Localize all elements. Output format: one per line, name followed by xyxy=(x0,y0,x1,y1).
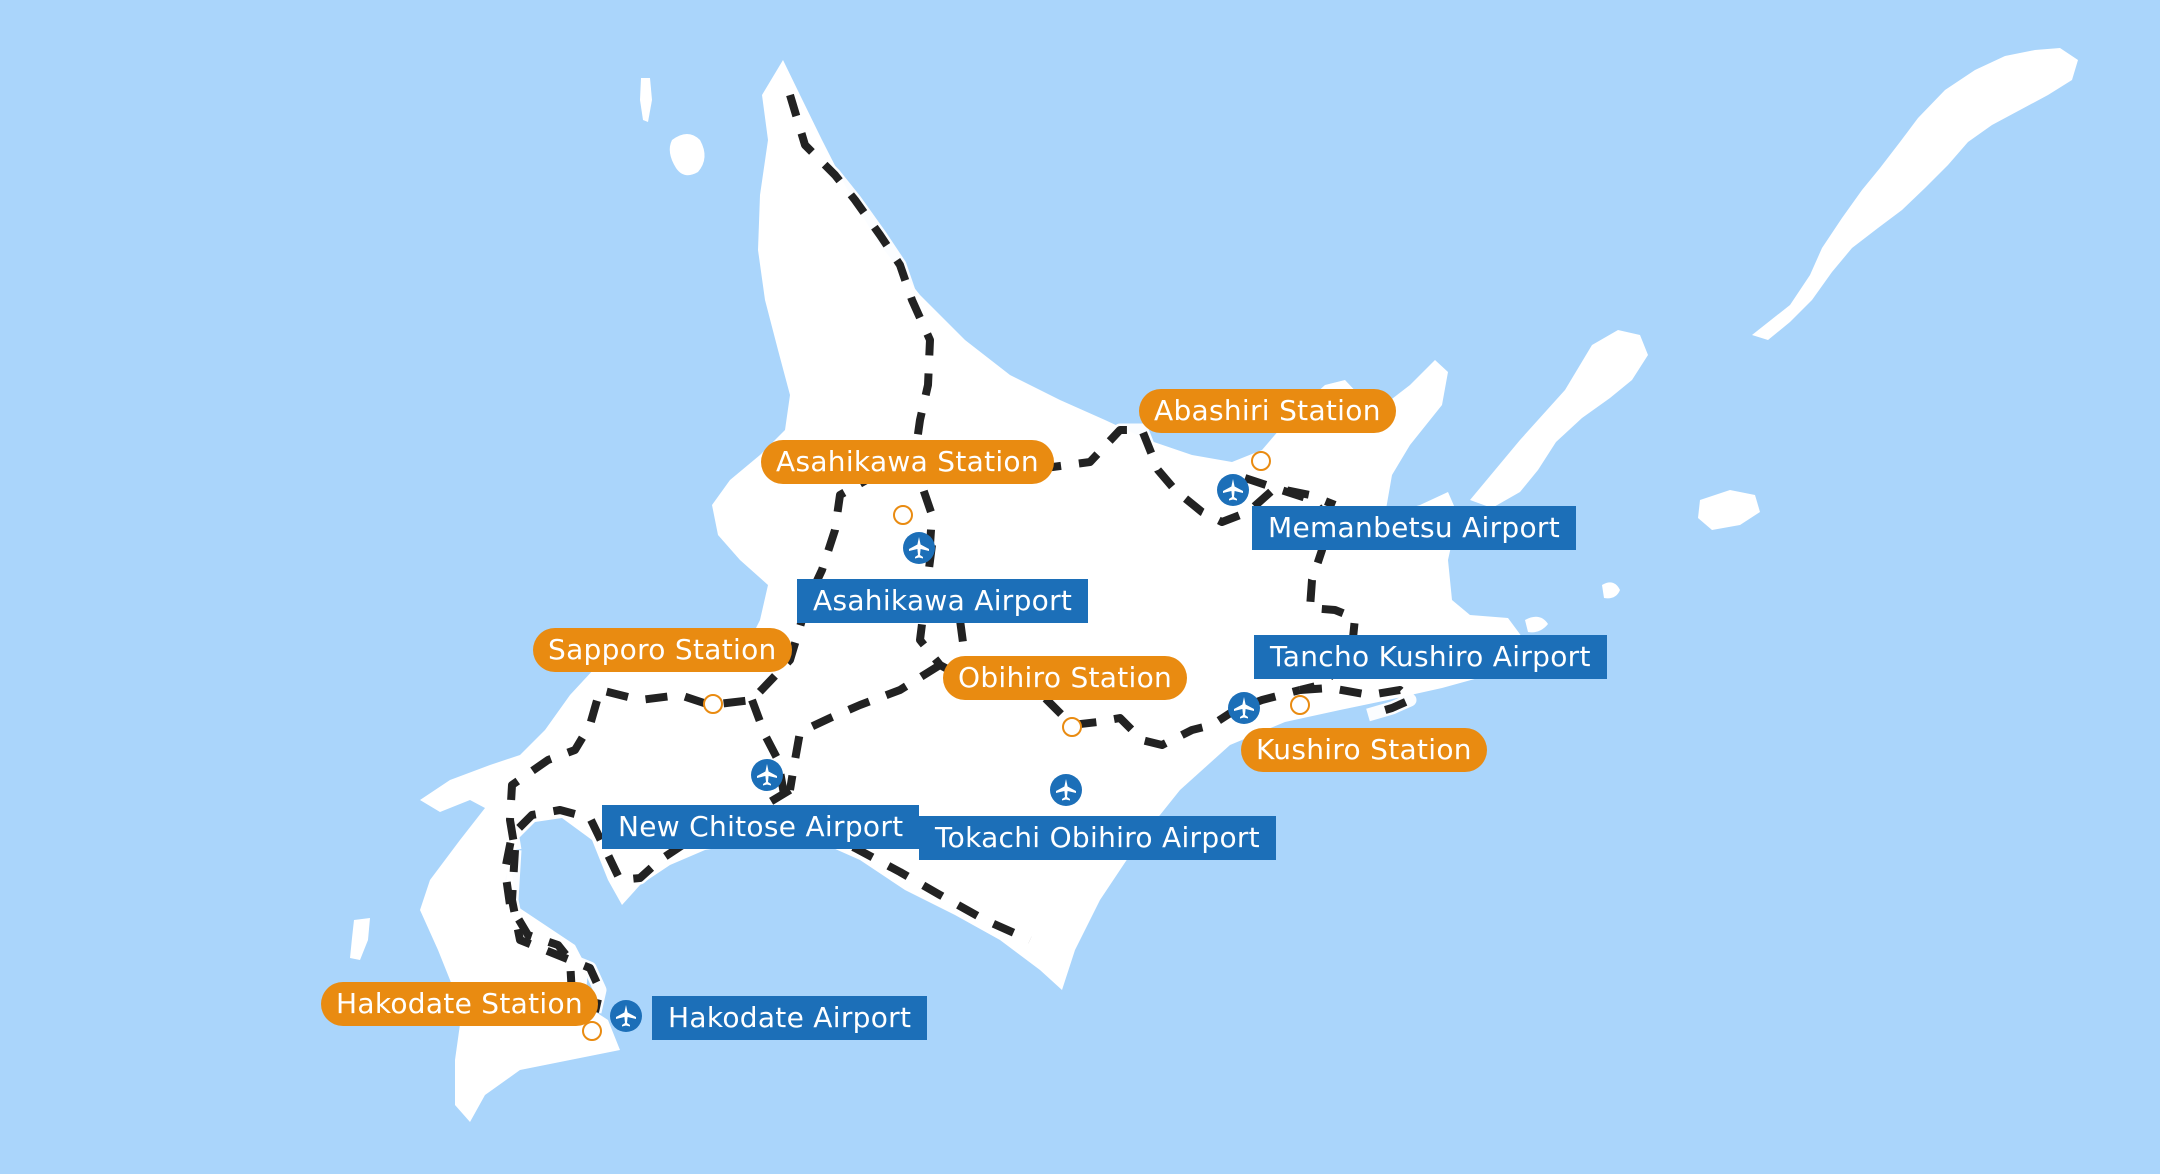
airport-label-hakodate[interactable]: Hakodate Airport xyxy=(652,996,928,1040)
airport-label-tancho-kushiro[interactable]: Tancho Kushiro Airport xyxy=(1254,635,1607,679)
rail-network xyxy=(498,93,1417,1023)
airplane-icon-new-chitose[interactable] xyxy=(751,759,783,791)
rebun-island xyxy=(640,78,652,122)
station-label-kushiro[interactable]: Kushiro Station xyxy=(1241,728,1487,772)
station-marker-sapporo[interactable] xyxy=(703,694,723,714)
airport-label-asahikawa[interactable]: Asahikawa Airport xyxy=(797,579,1089,623)
station-label-hakodate[interactable]: Hakodate Station xyxy=(321,982,598,1026)
station-label-sapporo[interactable]: Sapporo Station xyxy=(533,628,792,672)
airport-label-tokachi-obihiro[interactable]: Tokachi Obihiro Airport xyxy=(919,816,1276,860)
station-marker-abashiri[interactable] xyxy=(1251,451,1271,471)
shikotan-island xyxy=(1698,490,1760,530)
airplane-icon-tokachi-obihiro[interactable] xyxy=(1050,774,1082,806)
etorofu-island xyxy=(1752,48,2078,340)
habomai-island-b xyxy=(1525,616,1548,633)
station-label-abashiri[interactable]: Abashiri Station xyxy=(1139,389,1396,433)
airplane-icon-asahikawa[interactable] xyxy=(903,532,935,564)
station-marker-obihiro[interactable] xyxy=(1062,717,1082,737)
kunashiri-island xyxy=(1470,330,1648,508)
station-label-obihiro[interactable]: Obihiro Station xyxy=(943,656,1188,700)
station-marker-asahikawa[interactable] xyxy=(893,505,913,525)
station-label-asahikawa[interactable]: Asahikawa Station xyxy=(761,440,1054,484)
habomai-island-a xyxy=(1602,582,1620,599)
airplane-icon-memanbetsu[interactable] xyxy=(1217,474,1249,506)
station-marker-hakodate[interactable] xyxy=(582,1021,602,1041)
station-marker-kushiro[interactable] xyxy=(1290,695,1310,715)
okushiri-island xyxy=(350,918,370,960)
airplane-icon-hakodate[interactable] xyxy=(610,1000,642,1032)
airport-label-new-chitose[interactable]: New Chitose Airport xyxy=(602,805,920,849)
airplane-icon-tancho-kushiro[interactable] xyxy=(1228,692,1260,724)
airport-label-memanbetsu[interactable]: Memanbetsu Airport xyxy=(1252,506,1577,550)
rishiri-island xyxy=(669,134,705,176)
